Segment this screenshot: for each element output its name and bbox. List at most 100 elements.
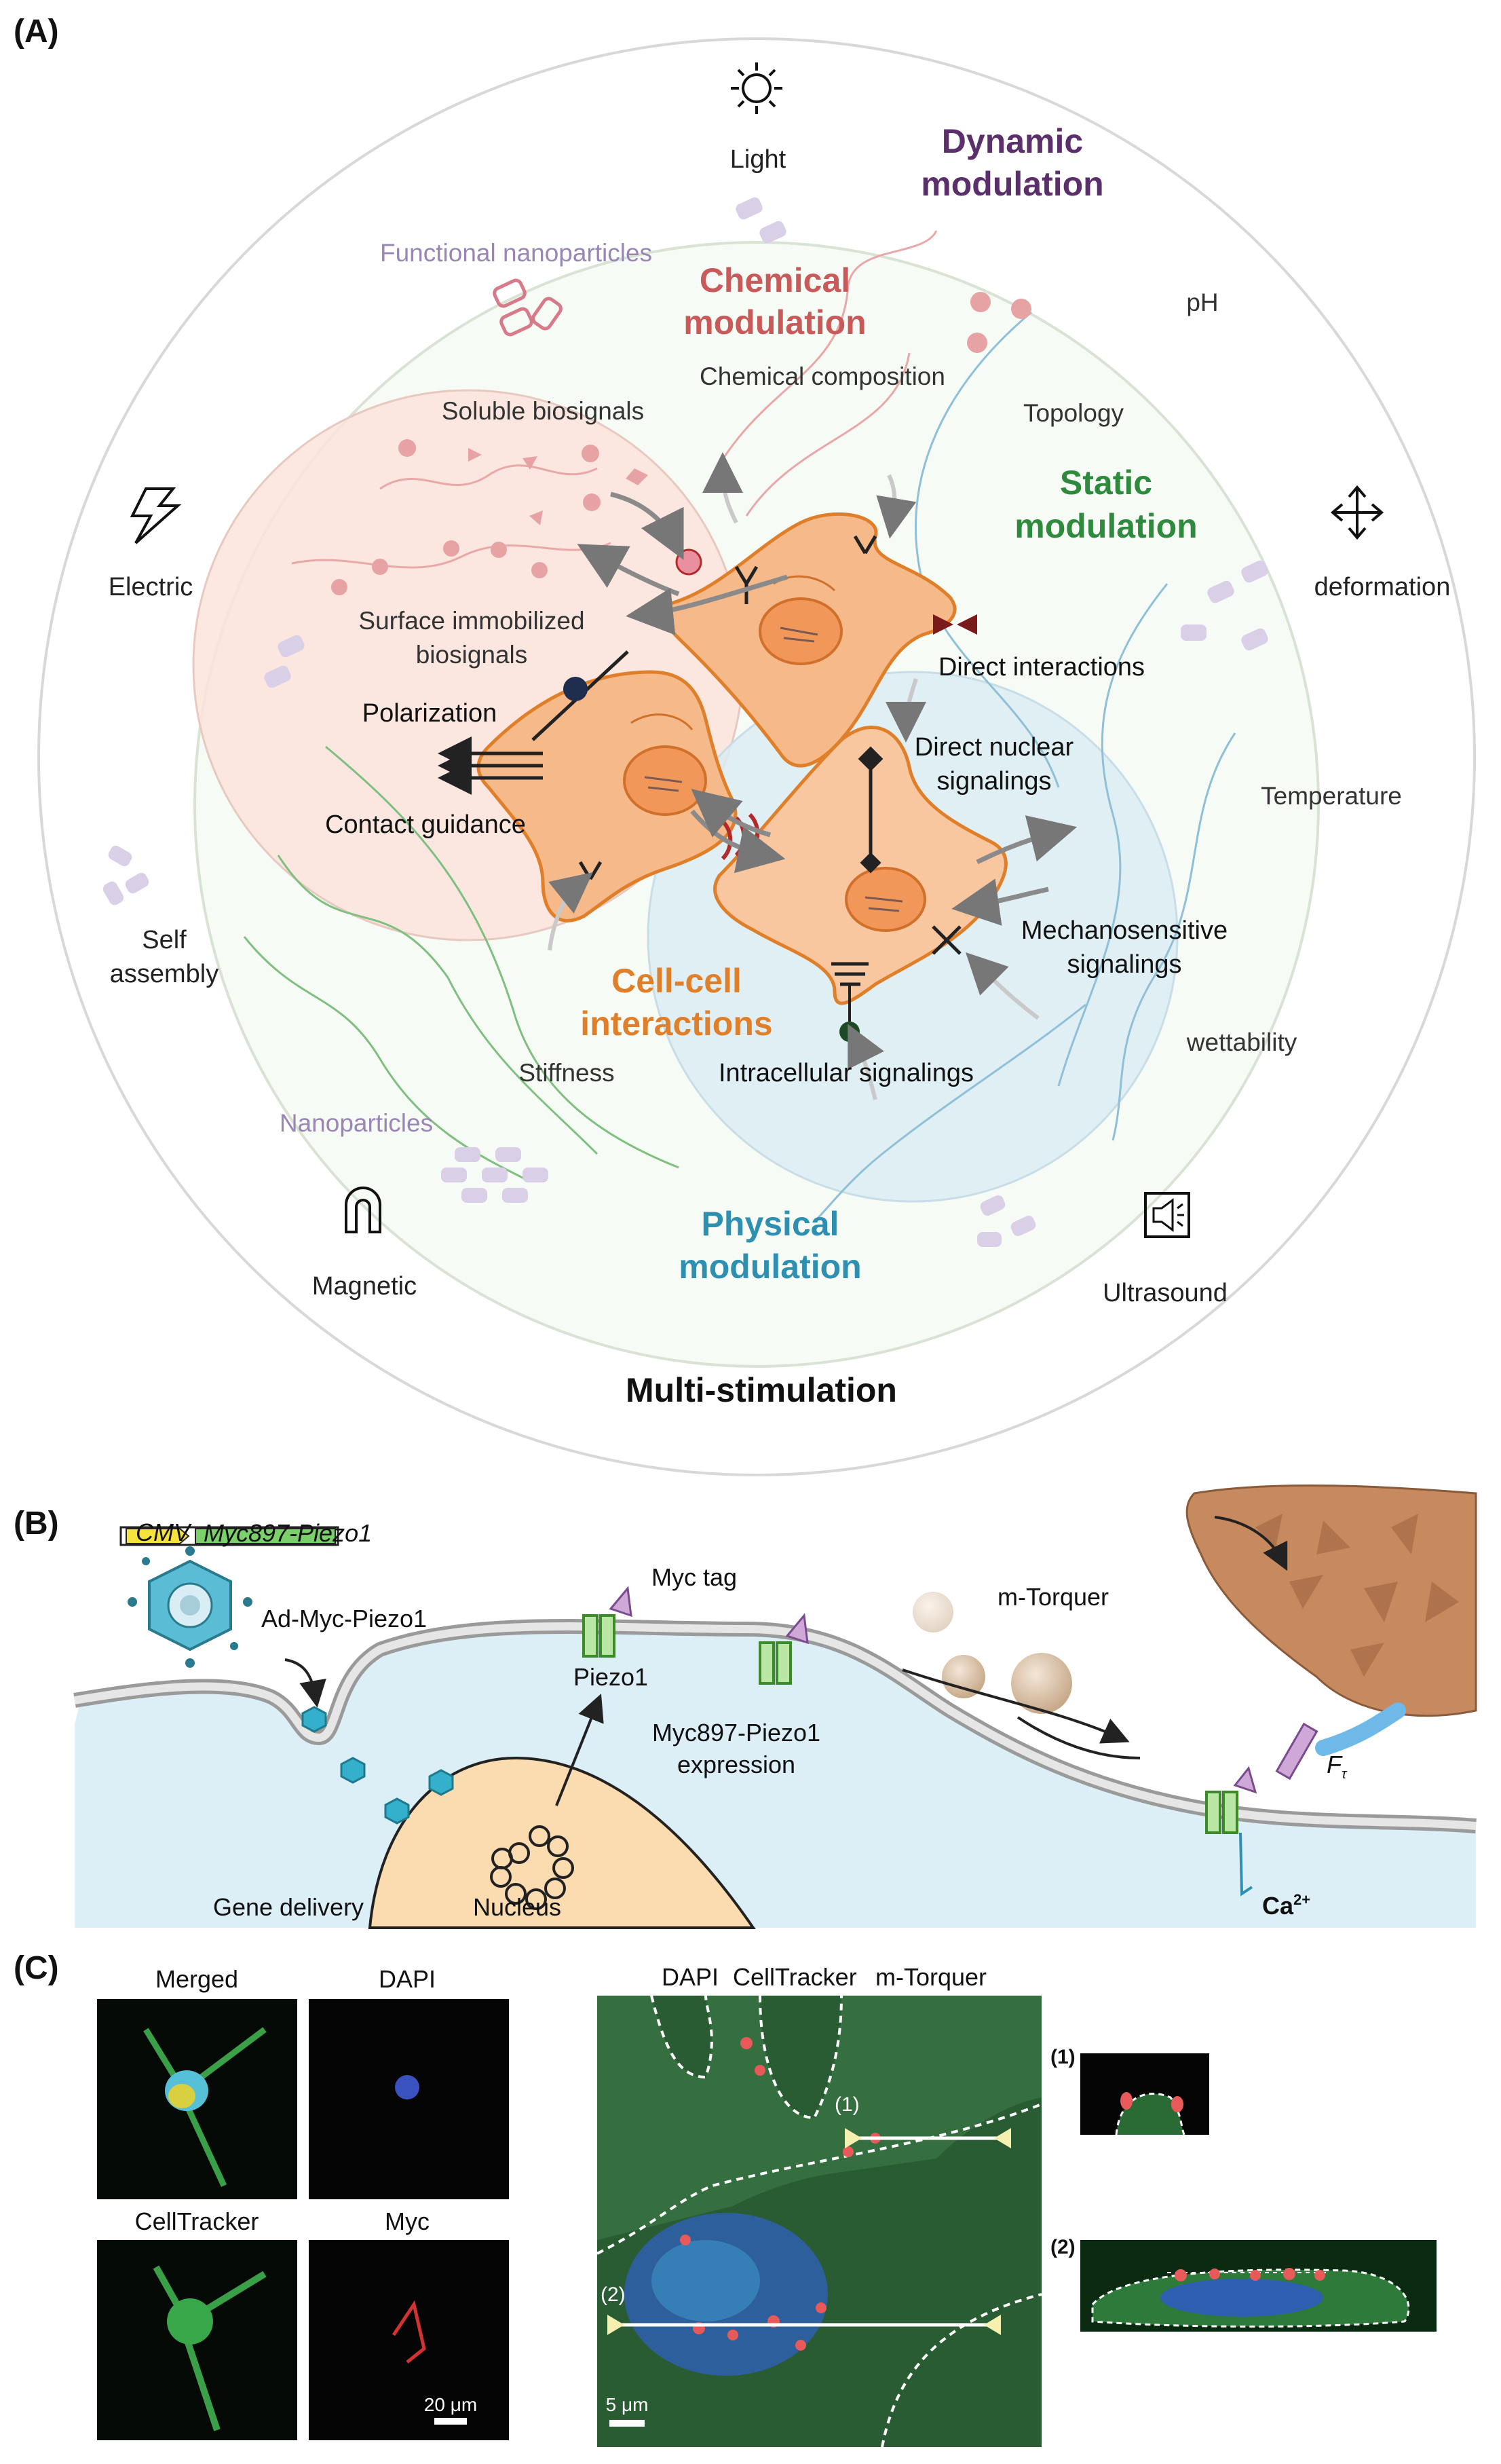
label-expression-1: Myc897-Piezo1 (652, 1719, 820, 1747)
chem-line-1 (704, 230, 938, 489)
signal-arrows (577, 491, 1078, 926)
label-self: Self (142, 926, 187, 954)
title-physical-1: Physical (702, 1205, 839, 1243)
lightning-icon (130, 487, 182, 544)
legend-m-torquer: m-Torquer (875, 1963, 987, 1991)
nanoparticle-clusters (102, 197, 1268, 1247)
c-label-dapi: DAPI (379, 1965, 436, 1993)
label-temperature: Temperature (1261, 782, 1402, 810)
title-dynamic-2: modulation (921, 165, 1103, 203)
nuclear-signal (858, 746, 884, 874)
micrograph-merged (97, 1999, 297, 2199)
inset-2 (1080, 2240, 1437, 2332)
direct-interaction-marker (933, 614, 977, 635)
label-topology: Topology (1023, 399, 1124, 427)
cell-1 (660, 512, 957, 768)
label-contact-guidance: Contact guidance (325, 810, 526, 839)
title-physical-2: modulation (679, 1248, 861, 1286)
inset-label-2: (2) (1050, 2236, 1076, 2258)
c-label-myc: Myc (385, 2207, 430, 2235)
title-chemical-1: Chemical (700, 261, 850, 299)
label-ca: Ca2+ (1262, 1891, 1310, 1920)
chem-line-3 (379, 464, 598, 490)
label-ph: pH (1186, 288, 1218, 316)
chem-line-2 (745, 352, 911, 517)
legend-celltracker: CellTracker (733, 1963, 857, 1991)
label-soluble: Soluble biosignals (442, 397, 644, 425)
speaker-icon (1144, 1192, 1190, 1238)
panel-b-letter: (B) (14, 1506, 59, 1542)
phys-line-2 (1057, 583, 1168, 1087)
label-expression-2: expression (677, 1751, 795, 1778)
line-label-2: (2) (601, 2283, 626, 2306)
sun-icon (731, 62, 782, 114)
label-wettability: wettability (1186, 1028, 1297, 1056)
polarization-ligand (563, 677, 588, 701)
label-surface-1: Surface immobilized (358, 607, 584, 635)
title-cellcell-1: Cell-cell (611, 962, 742, 1000)
title-cellcell-2: interactions (580, 1005, 772, 1043)
cell-2 (476, 670, 738, 922)
micrograph-myc (309, 2240, 509, 2440)
static-line-1 (325, 745, 679, 1169)
panel-c-letter: (C) (14, 1950, 59, 1986)
panel-a-letter: (A) (14, 14, 59, 50)
label-direct-interactions: Direct interactions (938, 653, 1145, 682)
label-electric: Electric (109, 573, 193, 601)
label-ad-myc-piezo1: Ad-Myc-Piezo1 (261, 1605, 427, 1632)
phys-line-4 (813, 1003, 1086, 1223)
magnet-icon (345, 1187, 381, 1233)
title-chemical-2: modulation (683, 303, 866, 341)
c-label-celltracker: CellTracker (135, 2207, 259, 2235)
title-static-1: Static (1060, 464, 1152, 502)
label-mechano-1: Mechanosensitive (1021, 916, 1228, 945)
label-nanoparticles: Nanoparticles (280, 1109, 433, 1137)
cmv-label: CMV (136, 1518, 192, 1546)
label-m-torquer: m-Torquer (998, 1583, 1109, 1611)
micrograph-large (596, 1995, 1042, 2448)
micrograph-celltracker (97, 2240, 297, 2440)
label-piezo1: Piezo1 (573, 1663, 648, 1691)
micrograph-dapi (309, 1999, 509, 2199)
move-arrows-icon (1330, 485, 1384, 540)
inset-1 (1080, 2053, 1209, 2135)
inset-label-1: (1) (1050, 2046, 1076, 2068)
label-surface-2: biosignals (416, 641, 528, 669)
soluble-biosignals (331, 292, 1031, 595)
label-stiffness: Stiffness (518, 1059, 614, 1087)
title-static-2: modulation (1014, 507, 1197, 545)
legend-dapi: DAPI (662, 1963, 719, 1991)
label-light: Light (730, 145, 786, 174)
label-assembly: assembly (110, 960, 219, 988)
functional-np-icon (493, 278, 563, 337)
chem-line-4 (291, 542, 611, 569)
panel-b-diagram (73, 1484, 1477, 1929)
label-nucleus: Nucleus (473, 1893, 561, 1921)
line-label-1: (1) (835, 2093, 860, 2116)
label-mechano-2: signalings (1067, 950, 1182, 979)
label-myc-tag: Myc tag (651, 1563, 737, 1591)
receptors (578, 535, 962, 955)
label-intracellular: Intracellular signalings (719, 1059, 974, 1087)
label-chem-composition: Chemical composition (700, 362, 945, 390)
label-direct-nuclear-1: Direct nuclear (915, 733, 1074, 762)
label-ultrasound: Ultrasound (1103, 1279, 1228, 1307)
static-line-2 (277, 855, 598, 1155)
label-force: Fτ (1327, 1751, 1348, 1782)
label-deformation: deformation (1314, 573, 1451, 601)
construct-label: Myc897-Piezo1 (204, 1519, 372, 1547)
c-label-merged: Merged (155, 1965, 238, 1993)
phys-line-3 (1112, 732, 1236, 1141)
label-functional-np: Functional nanoparticles (380, 239, 652, 267)
label-magnetic: Magnetic (312, 1272, 417, 1301)
title-multi-stimulation: Multi-stimulation (626, 1371, 897, 1409)
scale-20um: 20 μm (424, 2394, 477, 2415)
label-direct-nuclear-2: signalings (937, 767, 1052, 796)
title-dynamic-1: Dynamic (942, 122, 1083, 160)
faint-arrows (548, 452, 1040, 1100)
polarization-arrows (438, 736, 543, 795)
ligand-dot (675, 548, 702, 576)
scale-5um: 5 μm (606, 2394, 649, 2415)
label-gene-delivery: Gene delivery (213, 1893, 364, 1921)
label-polarization: Polarization (362, 699, 497, 728)
